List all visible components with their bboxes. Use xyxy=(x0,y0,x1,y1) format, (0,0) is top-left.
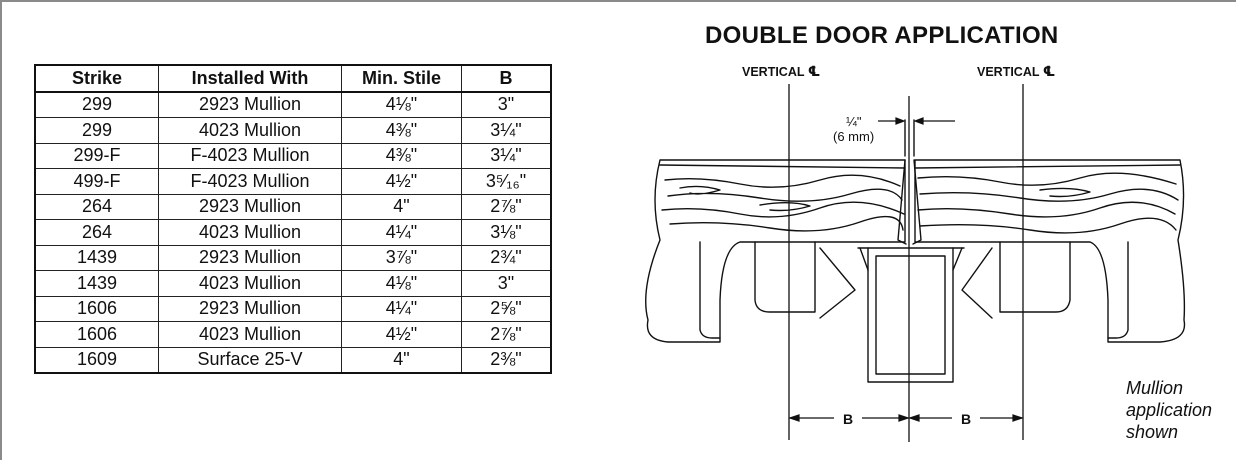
header-b: B xyxy=(461,64,552,93)
mullion-outer xyxy=(867,247,954,383)
table-row: 299 4023 Mullion 4⅜" 3¼" xyxy=(34,117,552,144)
cell-installed-with: F-4023 Mullion xyxy=(158,142,342,169)
note-line: application xyxy=(1126,400,1213,420)
cell-b: 3" xyxy=(461,91,552,118)
table-header-row: Strike Installed With Min. Stile B xyxy=(34,64,552,93)
note-line: Mullion xyxy=(1126,378,1184,398)
cell-min-stile: 4" xyxy=(341,346,462,374)
table-row: 1439 4023 Mullion 4⅛" 3" xyxy=(34,270,552,297)
cell-min-stile: 4⅛" xyxy=(341,270,462,297)
cell-min-stile: 4⅛" xyxy=(341,91,462,118)
cell-b: 2⅝" xyxy=(461,295,552,322)
cell-b: 3⁵⁄₁₆" xyxy=(461,168,552,195)
table-row: 264 4023 Mullion 4¼" 3⅛" xyxy=(34,219,552,246)
right-door-outline xyxy=(914,159,1186,343)
cell-min-stile: 4½" xyxy=(341,321,462,348)
strike-spec-table: Strike Installed With Min. Stile B 299 2… xyxy=(34,64,552,374)
cell-strike: 299 xyxy=(34,91,159,118)
cell-b: 2⅜" xyxy=(461,346,552,374)
cell-strike: 1606 xyxy=(34,321,159,348)
cell-b: 3" xyxy=(461,270,552,297)
cell-b: 2¾" xyxy=(461,244,552,271)
cell-installed-with: F-4023 Mullion xyxy=(158,168,342,195)
b-dimension-label-right: B xyxy=(961,411,972,427)
cell-installed-with: 2923 Mullion xyxy=(158,244,342,271)
cell-strike: 264 xyxy=(34,193,159,220)
cell-strike: 499-F xyxy=(34,168,159,195)
vertical-label-text: VERTICAL xyxy=(977,65,1040,79)
gap-taper xyxy=(904,119,915,157)
cell-b: 3¼" xyxy=(461,142,552,169)
b-dimension-label-left: B xyxy=(843,411,854,427)
table-row: 299-F F-4023 Mullion 4⅜" 3¼" xyxy=(34,142,552,169)
cell-strike: 1609 xyxy=(34,346,159,374)
vertical-centerline-label-left: VERTICAL ℄ xyxy=(742,63,820,80)
centerline-symbol: ℄ xyxy=(1042,63,1056,79)
cell-min-stile: 4⅜" xyxy=(341,117,462,144)
cell-b: 3¼" xyxy=(461,117,552,144)
gap-dimension-metric: (6 mm) xyxy=(833,129,875,144)
vertical-label-text: VERTICAL xyxy=(742,65,805,79)
table-row: 1609 Surface 25-V 4" 2⅜" xyxy=(34,346,552,374)
cell-strike: 1606 xyxy=(34,295,159,322)
table-row: 499-F F-4023 Mullion 4½" 3⁵⁄₁₆" xyxy=(34,168,552,195)
cell-strike: 1439 xyxy=(34,270,159,297)
header-min-stile: Min. Stile xyxy=(341,64,462,93)
centerline-symbol: ℄ xyxy=(807,63,821,79)
diagram-title: DOUBLE DOOR APPLICATION xyxy=(705,22,1059,49)
cell-min-stile: 3⅞" xyxy=(341,244,462,271)
table-row: 299 2923 Mullion 4⅛" 3" xyxy=(34,91,552,118)
wood-grain-right xyxy=(917,172,1179,234)
cell-installed-with: 4023 Mullion xyxy=(158,117,342,144)
vertical-centerline-label-right: VERTICAL ℄ xyxy=(977,63,1055,80)
cell-strike: 264 xyxy=(34,219,159,246)
cell-b: 3⅛" xyxy=(461,219,552,246)
note-line: shown xyxy=(1126,422,1179,442)
gap-dimension-imperial: ¼" xyxy=(846,114,862,129)
header-strike: Strike xyxy=(34,64,159,93)
cell-installed-with: 2923 Mullion xyxy=(158,91,342,118)
cell-installed-with: Surface 25-V xyxy=(158,346,342,374)
cell-min-stile: 4⅜" xyxy=(341,142,462,169)
cell-min-stile: 4¼" xyxy=(341,219,462,246)
cell-installed-with: 4023 Mullion xyxy=(158,321,342,348)
mullion-note: Mullion application shown xyxy=(1126,377,1212,443)
wood-grain-left xyxy=(661,174,905,232)
cell-installed-with: 2923 Mullion xyxy=(158,193,342,220)
cell-installed-with: 4023 Mullion xyxy=(158,270,342,297)
mullion-inner xyxy=(875,255,946,375)
left-door-outline xyxy=(645,159,906,343)
header-installed-with: Installed With xyxy=(158,64,342,93)
table-row: 1606 2923 Mullion 4¼" 2⅝" xyxy=(34,295,552,322)
table-row: 1606 4023 Mullion 4½" 2⅞" xyxy=(34,321,552,348)
cell-min-stile: 4¼" xyxy=(341,295,462,322)
